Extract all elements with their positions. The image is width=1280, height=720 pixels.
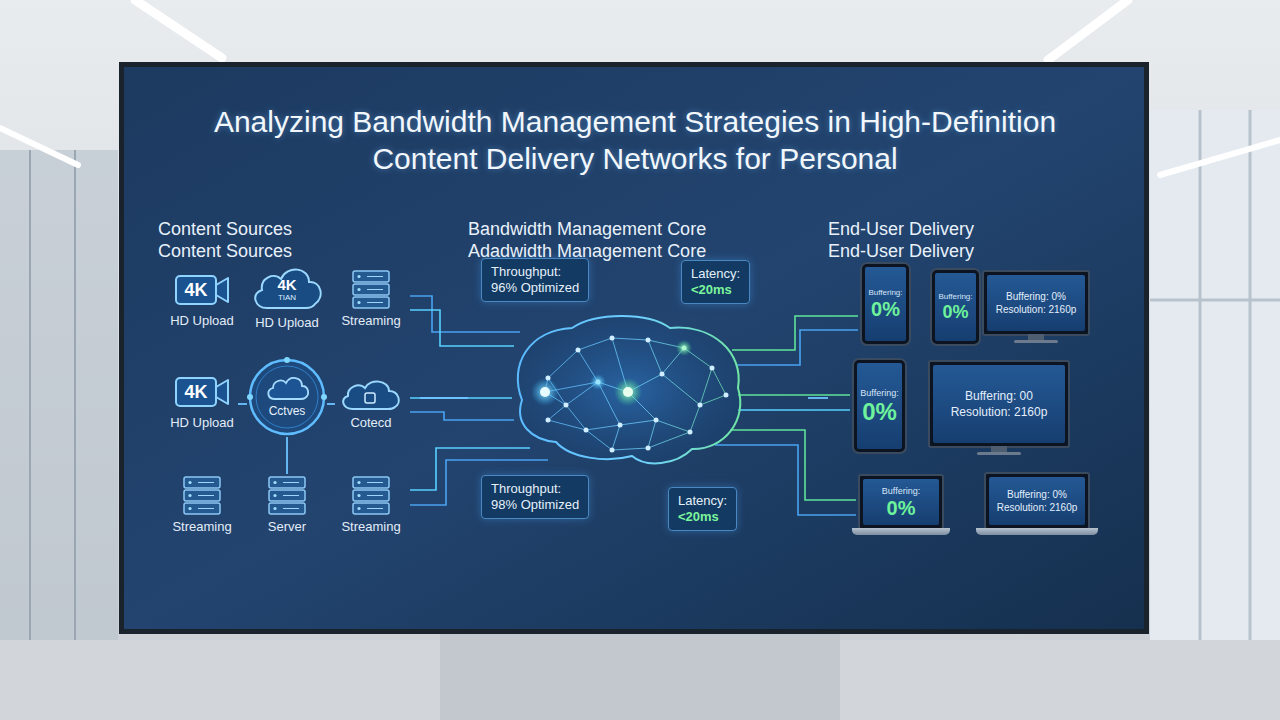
server-icon	[335, 474, 407, 516]
monitor-screen: Buffering: 00Resolution: 2160p	[933, 365, 1065, 443]
monitor-device: Buffering: 00Resolution: 2160p	[928, 360, 1070, 448]
server-icon	[251, 474, 323, 516]
icon-area: 4K	[166, 270, 238, 310]
connector-line	[286, 437, 288, 474]
status-value: 0%	[862, 399, 897, 425]
title: Analyzing Bandwidth Management Strategie…	[200, 103, 1070, 177]
status-text: Resolution: 2160p	[996, 303, 1077, 317]
phone-screen: Buffering:0%	[857, 363, 902, 449]
phone-screen: Buffering:0%	[935, 273, 976, 341]
icon-area	[335, 474, 407, 516]
connector-line	[808, 397, 828, 399]
camera-node: 4K HD Upload	[166, 270, 238, 334]
phone-device: Buffering:0%	[930, 268, 981, 346]
cloud-node: Cotecd	[335, 376, 407, 432]
panel-heading: End-User Delivery	[828, 240, 1106, 262]
phone-screen: Buffering:0%	[865, 267, 906, 341]
laptop-device: Buffering:0%	[858, 474, 944, 530]
status-text: Buffering:	[882, 486, 920, 497]
panel-heading: Bandwidth Management Core	[468, 218, 808, 240]
icon-area	[251, 474, 323, 516]
status-text: Buffering: 0%	[1007, 488, 1067, 502]
node-label: Cotecd	[350, 415, 391, 430]
node-label: Server	[268, 519, 306, 534]
status-text: Resolution: 2160p	[997, 501, 1078, 515]
metric-box: Throughput:96% Optimized	[481, 258, 589, 302]
metric-box: Latency:<20ms	[681, 260, 750, 304]
metric-value: 98% Optimized	[491, 497, 579, 513]
server-node: Streaming	[335, 268, 407, 332]
status-value: 0%	[871, 298, 900, 320]
cloud-icon	[335, 376, 407, 412]
cloud-badge: 4K	[245, 277, 329, 293]
connector-line	[420, 397, 468, 399]
panel-box: Content SourcesContent Sources 4K HD Uploa…	[158, 218, 420, 578]
hub-label: Cctves	[247, 404, 327, 418]
monitor-screen: Buffering: 0%Resolution: 2160p	[987, 275, 1085, 331]
metric-box: Throughput:98% Optimized	[481, 475, 589, 519]
phone-device: Buffering:0%	[852, 358, 907, 454]
server-node: Streaming	[166, 474, 238, 538]
node-label: HD Upload	[255, 315, 319, 330]
node-label: Streaming	[341, 313, 400, 328]
metric-name: Latency:	[691, 266, 740, 282]
server-icon	[166, 474, 238, 516]
status-text: Buffering:	[860, 388, 898, 399]
metric-name: Latency:	[678, 493, 727, 509]
hub-circle: Cctves	[247, 357, 327, 437]
icon-area	[335, 268, 407, 310]
node-label: HD Upload	[170, 415, 234, 430]
panel-box: Bandwidth Management CoreAdadwidth Manag…	[468, 218, 808, 578]
panel-heading: Content Sources	[158, 218, 420, 240]
monitor-device: Buffering: 0%Resolution: 2160p	[982, 270, 1090, 336]
laptop-device: Buffering: 0%Resolution: 2160p	[984, 472, 1090, 530]
laptop-base	[976, 528, 1098, 535]
status-value: 0%	[887, 497, 916, 519]
connector-line	[327, 403, 335, 405]
camera-badge: 4K	[176, 378, 216, 406]
laptop-screen: Buffering: 0%Resolution: 2160p	[989, 477, 1085, 525]
panel-heading: End-User Delivery	[828, 218, 1106, 240]
metric-name: Throughput:	[491, 264, 579, 280]
metric-value: <20ms	[691, 282, 740, 298]
node-label: HD Upload	[170, 313, 234, 328]
icon-area	[166, 474, 238, 516]
metric-value: 96% Optimized	[491, 280, 579, 296]
panel-box: End-User DeliveryEnd-User DeliveryBuffer…	[828, 218, 1106, 578]
metric-name: Throughput:	[491, 481, 579, 497]
laptop-screen: Buffering:0%	[863, 479, 939, 525]
icon-area: 4KTIAN	[245, 262, 329, 312]
node-label: Streaming	[172, 519, 231, 534]
status-text: Buffering: 0%	[1006, 290, 1066, 304]
status-text: Buffering:	[938, 292, 972, 302]
hub-icon	[247, 357, 327, 437]
monitor-base	[1014, 340, 1058, 343]
server-icon	[335, 268, 407, 310]
cloud-subtext: TIAN	[245, 293, 329, 302]
panel-heading: Content Sources	[158, 240, 420, 262]
status-value: 0%	[942, 302, 968, 322]
status-text: Buffering:	[868, 288, 902, 298]
metric-box: Latency:<20ms	[668, 487, 737, 531]
node-label: Streaming	[341, 519, 400, 534]
server-node: Streaming	[335, 474, 407, 538]
server-node: Server	[251, 474, 323, 538]
camera-node: 4K HD Upload	[166, 372, 238, 436]
cloud-node: 4KTIAN HD Upload	[245, 262, 329, 334]
icon-area	[335, 376, 407, 412]
monitor-base	[977, 452, 1021, 455]
phone-device: Buffering:0%	[860, 262, 911, 346]
icon-area: 4K	[166, 372, 238, 412]
status-text: Buffering: 00	[965, 388, 1033, 404]
metric-value: <20ms	[678, 509, 727, 525]
panel-heading: Adadwidth Management Core	[468, 240, 808, 262]
status-text: Resolution: 2160p	[951, 404, 1048, 420]
camera-badge: 4K	[176, 276, 216, 304]
laptop-base	[852, 528, 950, 535]
connector-line	[238, 403, 247, 405]
